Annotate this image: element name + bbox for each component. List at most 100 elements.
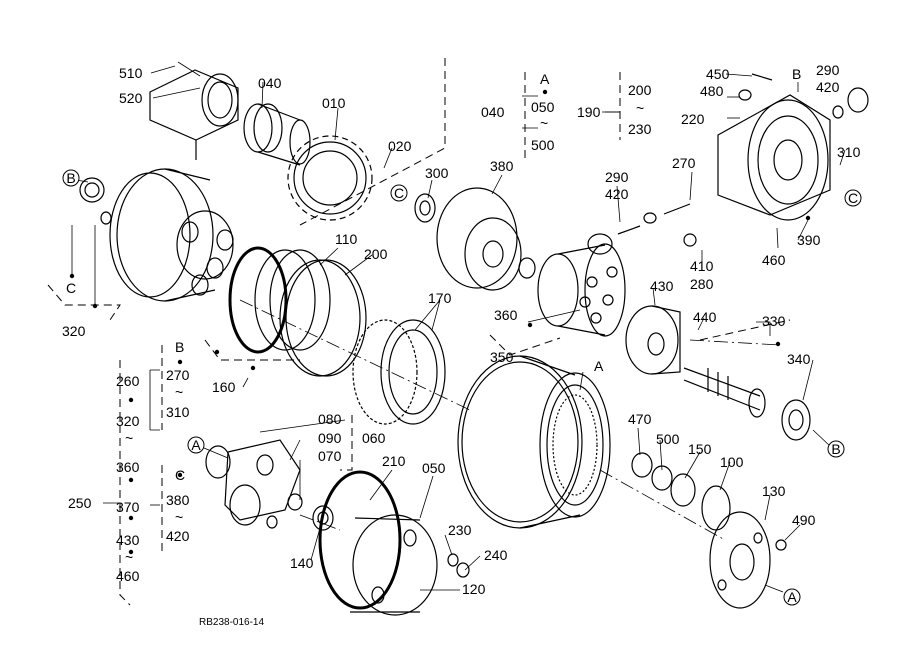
cover-050-drawing (312, 470, 438, 616)
label-240: 240 (484, 547, 508, 563)
label-tilde-5: ~ (175, 509, 183, 525)
seal-rings-drawing (228, 246, 367, 377)
label-300: 300 (425, 165, 449, 181)
label-group-c: C (175, 467, 185, 483)
swashplate-430-drawing (625, 305, 681, 375)
drawing-reference-code: RB238-016-14 (199, 617, 264, 628)
label-310-top: 310 (837, 144, 861, 160)
circle-ref-c-mid-label: C (394, 185, 404, 201)
plate-380-drawing (436, 187, 536, 291)
label-420: 420 (605, 186, 629, 202)
cylinder-block-350-drawing (537, 243, 626, 337)
label-460-group: 460 (116, 568, 140, 584)
label-270-group: 270 (166, 367, 190, 383)
label-290: 290 (605, 169, 629, 185)
label-010: 010 (322, 95, 346, 111)
label-b-top: B (792, 66, 801, 82)
label-230: 230 (448, 522, 472, 538)
label-060: 060 (362, 430, 386, 446)
label-470: 470 (628, 411, 652, 427)
label-040-group: 040 (481, 104, 505, 120)
label-460: 460 (762, 252, 786, 268)
circle-ref-a-bottom-label: A (787, 589, 797, 605)
group-brackets (47, 58, 791, 606)
marker-dots (69, 89, 811, 555)
label-260: 260 (116, 373, 140, 389)
label-520: 520 (119, 90, 143, 106)
label-420-top: 420 (816, 79, 840, 95)
circle-ref-c-right: C (844, 189, 862, 207)
label-050: 050 (531, 99, 555, 115)
label-490: 490 (792, 512, 816, 528)
label-430-group: 430 (116, 532, 140, 548)
label-130: 130 (762, 483, 786, 499)
label-tilde-4: ~ (125, 430, 133, 446)
label-320: 320 (62, 323, 86, 339)
housing-left-drawing (79, 168, 234, 302)
label-200-group: 200 (628, 82, 652, 98)
label-group-a: A (540, 71, 550, 87)
label-tilde-6: ~ (125, 549, 133, 565)
label-350: 350 (490, 349, 514, 365)
label-410: 410 (690, 258, 714, 274)
ring-gear-housing-drawing (457, 355, 611, 529)
circle-ref-c-right-label: C (848, 190, 858, 206)
label-100: 100 (720, 454, 744, 470)
circle-ref-b-left: B (62, 169, 80, 187)
motor-cover-drawing (717, 73, 869, 221)
shaft-040-drawing (243, 103, 311, 166)
label-040: 040 (258, 75, 282, 91)
label-190: 190 (577, 104, 601, 120)
circle-ref-a-left: A (187, 436, 205, 454)
label-360: 360 (494, 307, 518, 323)
label-480: 480 (700, 83, 724, 99)
circle-ref-b-right: B (827, 440, 845, 458)
label-tilde-3: ~ (175, 384, 183, 400)
circle-ref-b-right-label: B (831, 441, 840, 457)
label-c-left: C (66, 280, 76, 296)
label-270: 270 (672, 155, 696, 171)
label-210: 210 (382, 453, 406, 469)
label-tilde-1: ~ (540, 115, 548, 131)
circle-ref-b-left-label: B (66, 170, 75, 186)
label-050-cover: 050 (422, 460, 446, 476)
label-150: 150 (688, 441, 712, 457)
label-170: 170 (428, 290, 452, 306)
label-380-group: 380 (166, 492, 190, 508)
planet-carrier-drawing (205, 439, 303, 529)
center-lines (239, 299, 781, 541)
bearing-170-drawing (352, 319, 446, 425)
label-290-top: 290 (816, 62, 840, 78)
label-430: 430 (650, 278, 674, 294)
bearing-300-drawing (414, 193, 436, 223)
label-020: 020 (388, 138, 412, 154)
label-450: 450 (706, 66, 730, 82)
valve-parts-drawing (587, 203, 697, 255)
label-310-group: 310 (166, 404, 190, 420)
label-250: 250 (68, 495, 92, 511)
bracket-520-drawing (149, 61, 239, 160)
label-370: 370 (116, 499, 140, 515)
bearing-340-drawing (781, 399, 811, 441)
label-tilde-2: ~ (636, 100, 644, 116)
label-160: 160 (212, 379, 236, 395)
label-080: 080 (318, 411, 342, 427)
label-360-group: 360 (116, 459, 140, 475)
circle-ref-c-mid: C (390, 184, 408, 202)
label-380: 380 (490, 158, 514, 174)
label-440: 440 (693, 309, 717, 325)
label-420-group: 420 (166, 528, 190, 544)
label-280: 280 (690, 276, 714, 292)
label-090: 090 (318, 430, 342, 446)
circle-ref-a-bottom: A (783, 588, 801, 606)
label-200: 200 (364, 246, 388, 262)
sun-gears-drawing (631, 452, 731, 531)
label-390: 390 (797, 232, 821, 248)
label-220: 220 (681, 111, 705, 127)
label-340: 340 (787, 351, 811, 367)
flange-130-drawing (709, 511, 787, 609)
label-500-small: 500 (656, 431, 680, 447)
label-110: 110 (335, 231, 358, 247)
label-a-housing: A (594, 358, 604, 374)
